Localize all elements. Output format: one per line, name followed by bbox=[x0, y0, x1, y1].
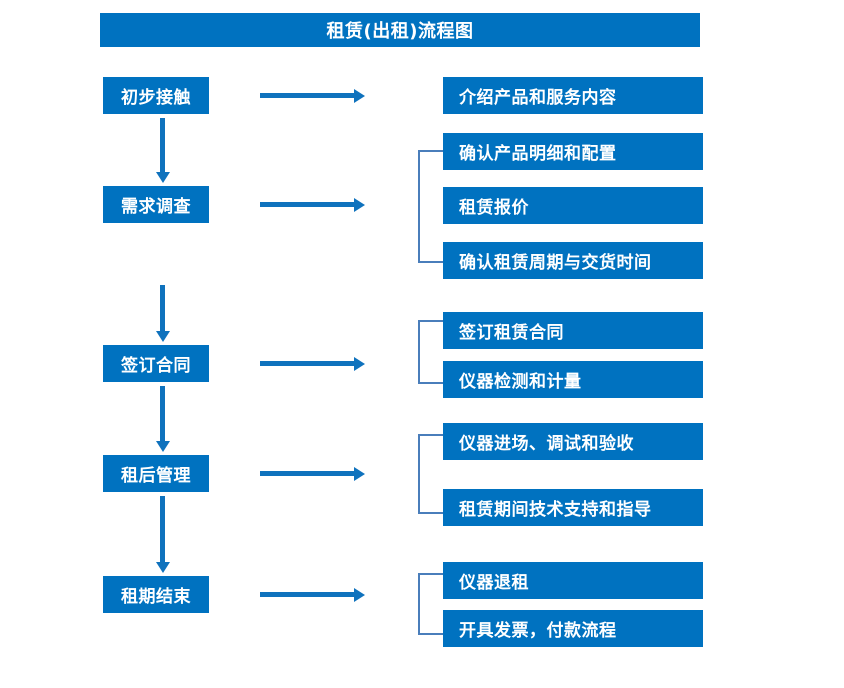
detail-box-4-2[interactable]: 租赁期间技术支持和指导 bbox=[443, 489, 703, 526]
detail-box-1-1[interactable]: 介绍产品和服务内容 bbox=[443, 77, 703, 114]
detail-box-2-1[interactable]: 确认产品明细和配置 bbox=[443, 133, 703, 170]
stage-connector-arrow-4-5 bbox=[160, 496, 165, 563]
stage-to-detail-arrow-4 bbox=[260, 471, 355, 476]
detail-box-3-1[interactable]: 签订租赁合同 bbox=[443, 312, 703, 349]
detail-box-5-1[interactable]: 仪器退租 bbox=[443, 562, 703, 599]
stage-box-1[interactable]: 初步接触 bbox=[103, 77, 209, 114]
stage-box-5[interactable]: 租期结束 bbox=[103, 576, 209, 613]
stage-box-4[interactable]: 租后管理 bbox=[103, 455, 209, 492]
detail-box-4-1[interactable]: 仪器进场、调试和验收 bbox=[443, 423, 703, 460]
flowchart-title: 租赁(出租)流程图 bbox=[100, 13, 700, 47]
group-bracket-3 bbox=[418, 320, 444, 384]
group-bracket-2 bbox=[418, 150, 444, 263]
stage-to-detail-arrow-2 bbox=[260, 202, 355, 207]
detail-box-5-2[interactable]: 开具发票，付款流程 bbox=[443, 610, 703, 647]
detail-box-2-3[interactable]: 确认租赁周期与交货时间 bbox=[443, 242, 703, 279]
stage-connector-arrow-1-2 bbox=[160, 118, 165, 173]
group-bracket-4 bbox=[418, 434, 444, 514]
stage-connector-arrow-2-3 bbox=[160, 285, 165, 332]
stage-to-detail-arrow-3 bbox=[260, 361, 355, 366]
detail-box-3-2[interactable]: 仪器检测和计量 bbox=[443, 361, 703, 398]
stage-connector-arrow-3-4 bbox=[160, 386, 165, 442]
stage-to-detail-arrow-1 bbox=[260, 93, 355, 98]
detail-box-2-2[interactable]: 租赁报价 bbox=[443, 187, 703, 224]
stage-to-detail-arrow-5 bbox=[260, 592, 355, 597]
stage-box-3[interactable]: 签订合同 bbox=[103, 345, 209, 382]
stage-box-2[interactable]: 需求调查 bbox=[103, 186, 209, 223]
group-bracket-5 bbox=[418, 573, 444, 635]
